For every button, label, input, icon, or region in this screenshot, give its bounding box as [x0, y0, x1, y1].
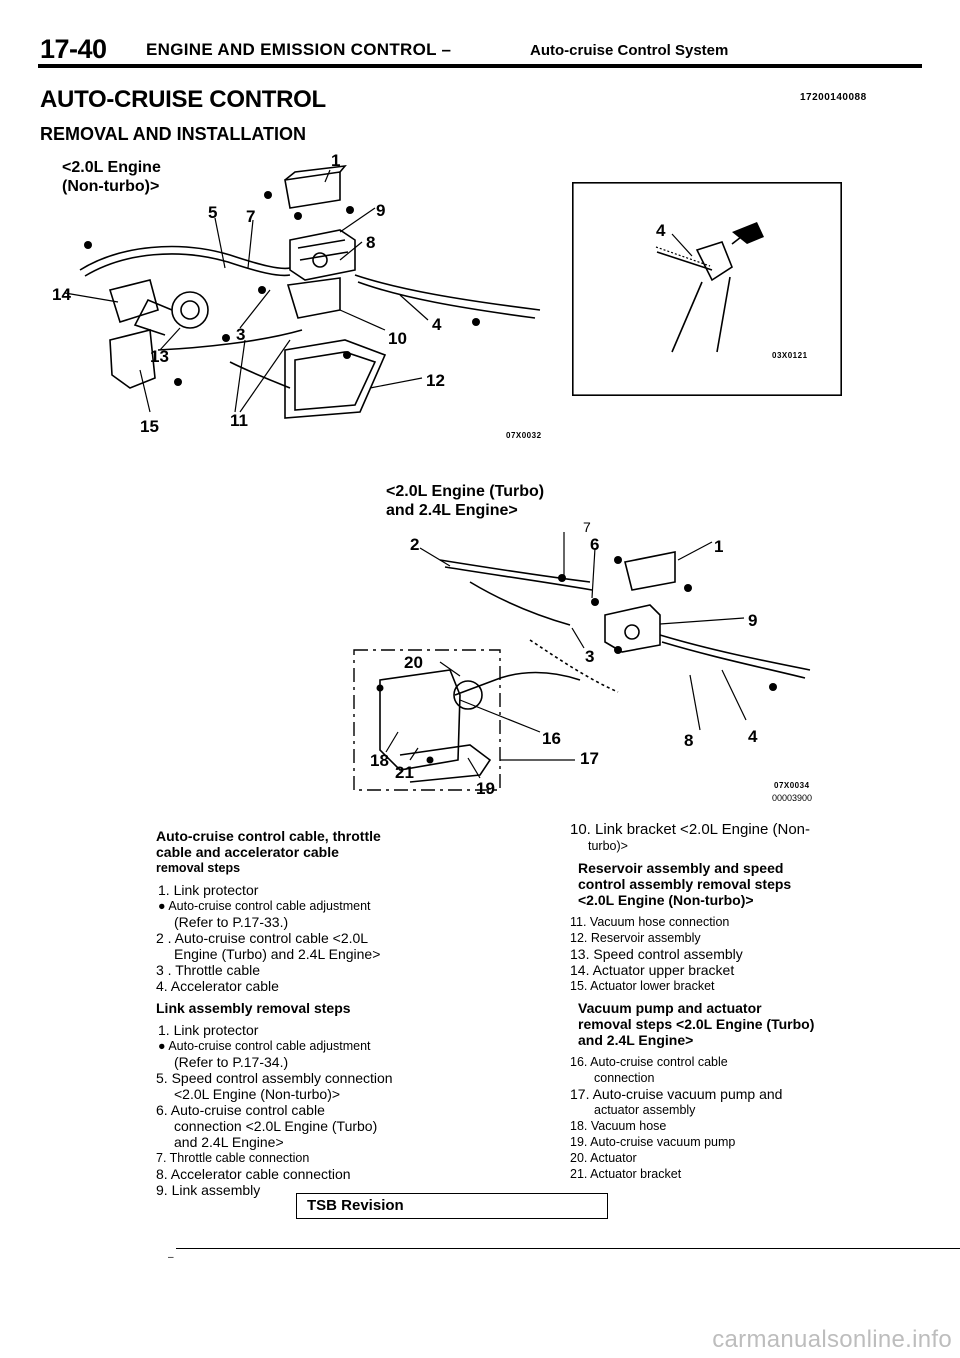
- callout-4: 4: [432, 315, 442, 334]
- fig2-callout-19: 19: [476, 779, 495, 798]
- callout-15: 15: [140, 417, 159, 436]
- callout-12: 12: [426, 371, 445, 390]
- fig2-callout-9: 9: [748, 611, 757, 630]
- callout-1: 1: [331, 151, 340, 170]
- figure1-caption: <2.0L Engine (Non-turbo)>: [62, 159, 161, 195]
- header-rule: [38, 64, 922, 68]
- inset-figure-code: 03X0121: [772, 351, 808, 360]
- left-column-steps: Auto-cruise control cable, throttle cabl…: [156, 828, 393, 1198]
- fig2-callout-18: 18: [370, 751, 389, 770]
- fig2-callout-20: 20: [404, 653, 423, 672]
- tsb-revision-box: TSB Revision: [296, 1193, 608, 1219]
- figure2-ref: 00003900: [772, 793, 812, 802]
- fig2-callout-17: 17: [580, 749, 599, 768]
- callout-7: 7: [246, 207, 255, 226]
- fig2-callout-1: 1: [714, 537, 723, 556]
- fig2-callout-16: 16: [542, 729, 561, 748]
- fig2-callout-4: 4: [748, 727, 758, 746]
- inset-callout-4: 4: [656, 221, 666, 240]
- callout-14: 14: [52, 285, 71, 304]
- fig2-callout-3: 3: [585, 647, 594, 666]
- fig2-callout-2: 2: [410, 535, 419, 554]
- page-number: 17-40: [40, 34, 107, 64]
- section-title: ENGINE AND EMISSION CONTROL –: [146, 40, 452, 59]
- right-column-steps: 10. Link bracket <2.0L Engine (Non- turb…: [570, 821, 815, 1182]
- figure1-non-turbo-diagram: 1 5 7 9 8 14 3 10 4 13 12 15 11 07X0032: [52, 151, 542, 440]
- page-subtitle: REMOVAL AND INSTALLATION: [40, 124, 306, 144]
- watermark: carmanualsonline.info: [712, 1326, 952, 1353]
- callout-10: 10: [388, 329, 407, 348]
- figure2-turbo-diagram: 7 6 2 1 9 3 20 4 8 16 17 18 21 19 07X003…: [353, 520, 812, 802]
- fig2-callout-6: 6: [590, 535, 599, 554]
- figure2-code: 07X0034: [774, 781, 810, 790]
- subsection-title: Auto-cruise Control System: [530, 42, 729, 59]
- figure2-caption: <2.0L Engine (Turbo) and 2.4L Engine>: [386, 483, 545, 519]
- figure-inset-diagram: 4 03X0121: [572, 182, 842, 396]
- callout-13: 13: [150, 347, 169, 366]
- document-code: 17200140088: [800, 92, 867, 103]
- figure1-code: 07X0032: [506, 431, 542, 440]
- footer-dash: –: [168, 1252, 174, 1263]
- callout-3: 3: [236, 325, 245, 344]
- fig2-callout-8: 8: [684, 731, 693, 750]
- callout-8: 8: [366, 233, 375, 252]
- callout-11: 11: [230, 411, 248, 430]
- footer-rule: [176, 1248, 960, 1249]
- callout-9: 9: [376, 201, 385, 220]
- page-title: AUTO-CRUISE CONTROL: [40, 86, 326, 113]
- callout-5: 5: [208, 203, 217, 222]
- fig2-callout-7: 7: [583, 520, 591, 535]
- fig2-callout-21: 21: [395, 763, 414, 782]
